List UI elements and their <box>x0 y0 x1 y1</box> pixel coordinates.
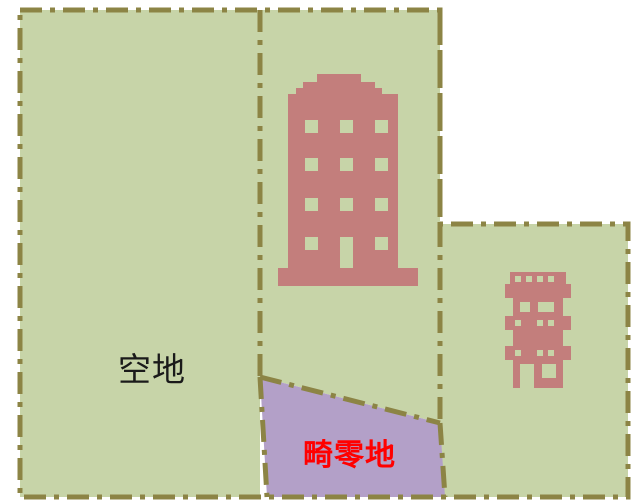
lot-boundaries <box>17 7 631 500</box>
divider-odd-right <box>437 422 448 498</box>
divider-left-odd <box>257 376 270 498</box>
empty-lot-parcel <box>20 10 260 497</box>
odd-lot-label: 畸零地 <box>303 438 396 473</box>
apartment-building-icon <box>278 74 418 286</box>
empty-lot-label: 空地 <box>118 350 186 389</box>
storefront-icon <box>505 272 571 388</box>
odd-lot-parcel <box>260 377 445 497</box>
divider-middle-odd <box>259 374 441 426</box>
